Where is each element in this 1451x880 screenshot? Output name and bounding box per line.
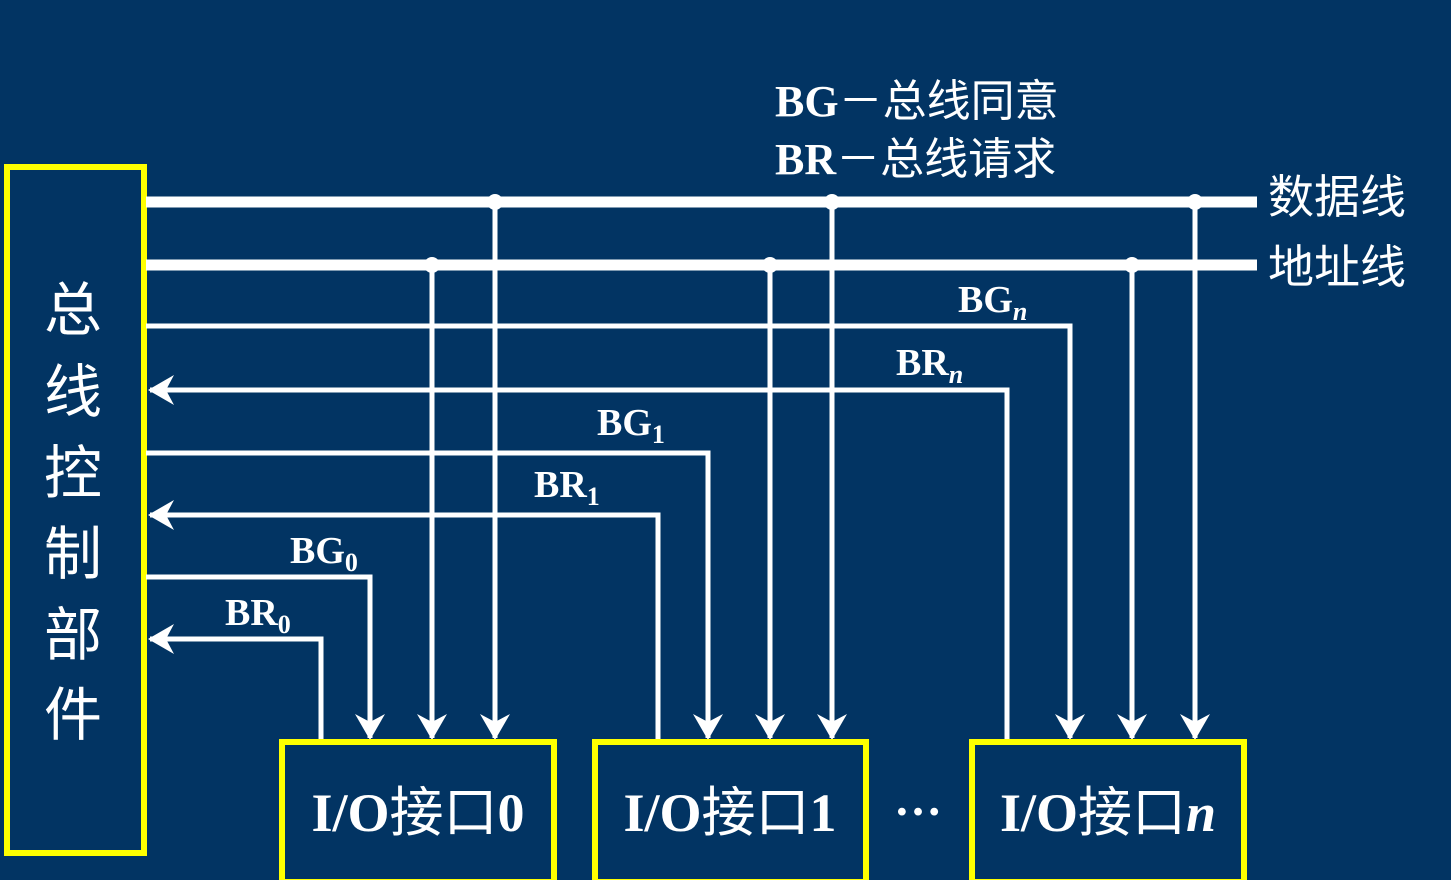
- bgn-line: [146, 323, 1085, 740]
- bus-controller-box: [4, 164, 147, 856]
- bus-taps: [417, 202, 1210, 740]
- svg-text:控: 控: [44, 439, 102, 507]
- br1-line: [148, 500, 661, 740]
- svg-text:部: 部: [44, 601, 102, 669]
- svg-text:I/O接口0: I/O接口0: [311, 781, 524, 844]
- bgn-label: BGn: [958, 279, 1027, 326]
- br0-line: [148, 624, 324, 740]
- io-interface-n: I/O接口n: [969, 739, 1247, 880]
- data-bus-label: 数据线: [1268, 170, 1406, 224]
- svg-text:I/O接口1: I/O接口1: [623, 781, 836, 844]
- bg0-label: BG0: [290, 530, 358, 577]
- svg-text:制: 制: [44, 520, 102, 588]
- br0-label: BR0: [225, 592, 291, 639]
- io-interface-0: I/O接口0: [279, 739, 557, 880]
- svg-text:件: 件: [44, 681, 102, 749]
- ellipsis: …: [894, 773, 942, 826]
- bg1-label: BG1: [597, 402, 665, 449]
- brn-label: BRn: [896, 342, 963, 389]
- io-interface-1: I/O接口1: [592, 739, 869, 880]
- svg-text:线: 线: [44, 358, 102, 426]
- brn-line: [148, 375, 1010, 740]
- bus-controller-label: 总 线 控 制 部 件: [44, 276, 102, 749]
- br1-label: BR1: [534, 464, 600, 511]
- svg-text:总: 总: [44, 276, 102, 344]
- legend-br: BR－总线请求: [775, 134, 1056, 185]
- address-bus-label: 地址线: [1268, 240, 1406, 294]
- svg-text:I/O接口n: I/O接口n: [1000, 781, 1216, 844]
- bg0-line: [146, 574, 385, 740]
- bg1-line: [146, 450, 723, 740]
- legend-bg: BG－总线同意: [775, 76, 1059, 127]
- junction-dots: [424, 194, 1203, 273]
